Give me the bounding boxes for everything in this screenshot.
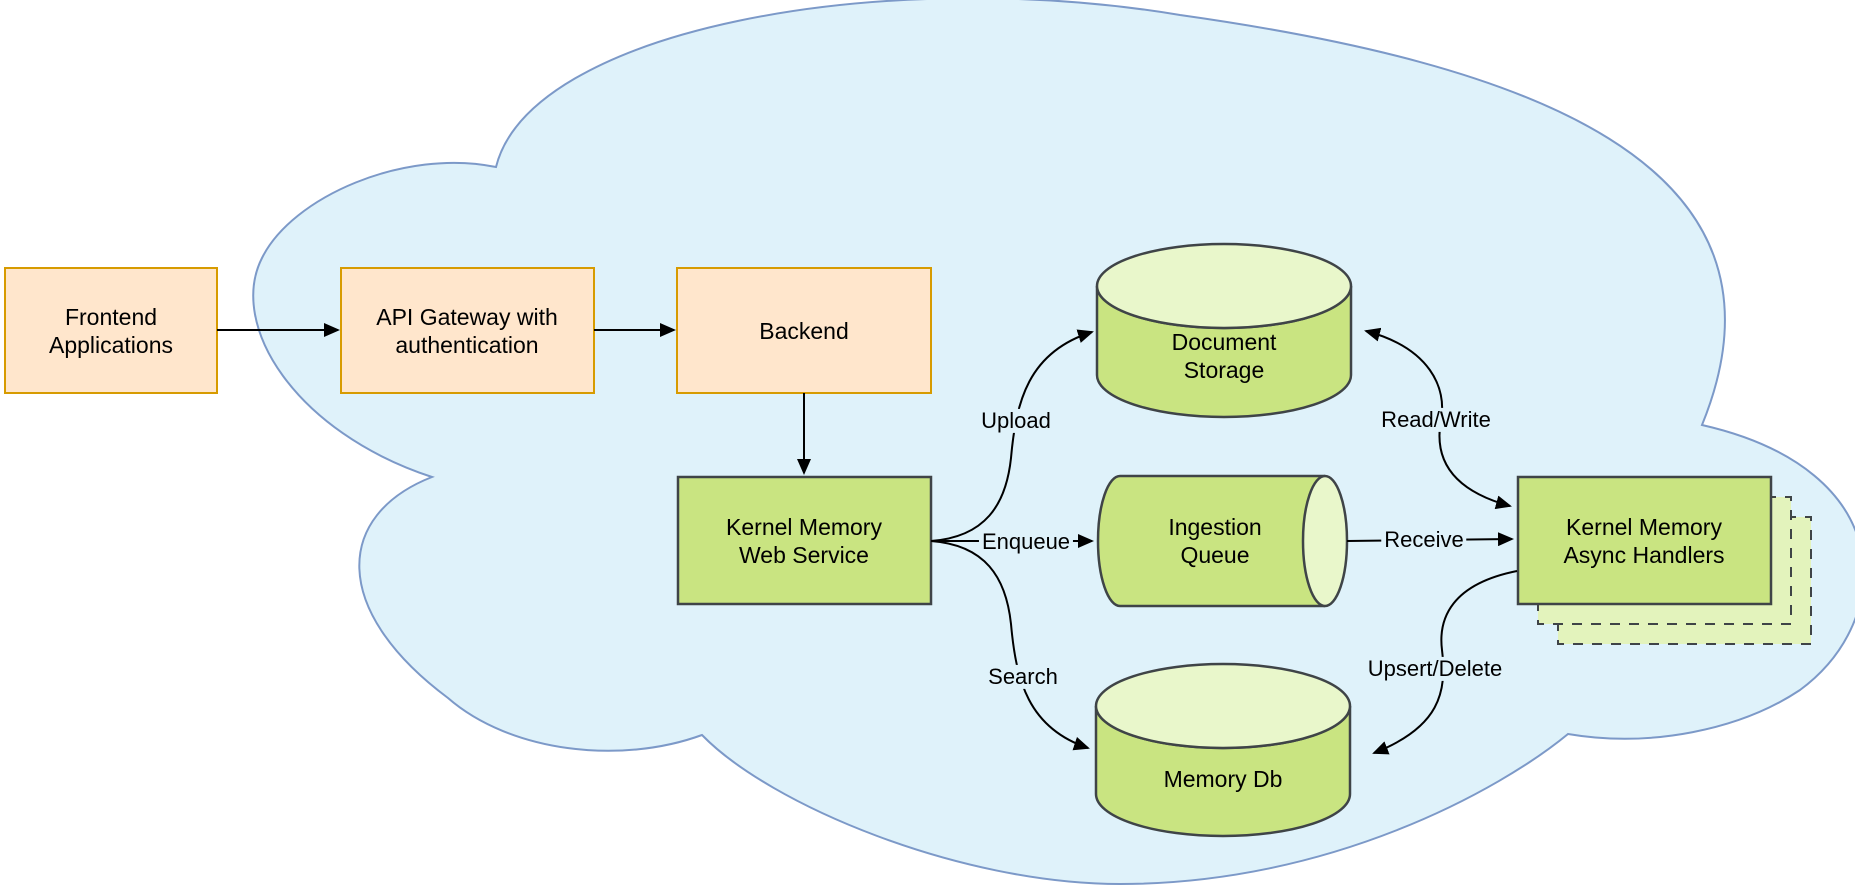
node-km-async-handlers-label: Kernel Memory Async Handlers <box>1563 513 1725 568</box>
edge-enqueue-label: Enqueue <box>978 529 1074 555</box>
cylinder-memory-db-label: Memory Db <box>1163 765 1283 792</box>
node-api-gateway-shape <box>340 267 595 394</box>
node-backend-label: Backend <box>759 317 849 344</box>
cylinder-document-storage-label: Document Storage <box>1171 328 1277 383</box>
edge-upload <box>930 329 1094 542</box>
edge-upsert-delete <box>1372 570 1518 755</box>
cylinder-ingestion-queue-label: Ingestion Queue <box>1168 513 1262 568</box>
cylinder-memory-db-shape <box>1094 662 1352 838</box>
edge-receive-label: Receive <box>1381 527 1467 553</box>
cloud-shape <box>252 0 1855 886</box>
cylinder-ingestion-queue-shape <box>1096 474 1349 608</box>
cylinder-document-storage-shape <box>1095 242 1353 419</box>
edge-search-label: Search <box>985 664 1061 690</box>
node-frontend-applications-label: Frontend Applications <box>48 303 174 358</box>
node-km-web-service-shape <box>676 475 933 606</box>
edge-search <box>930 540 1090 751</box>
node-km-web-service-label: Kernel Memory Web Service <box>726 513 882 568</box>
edge-upload-label: Upload <box>978 408 1054 434</box>
node-frontend-applications-shape <box>4 267 218 394</box>
node-km-async-handlers-shape <box>1516 475 1773 606</box>
node-api-gateway-label: API Gateway with authentication <box>376 303 558 358</box>
edge-read-write-label: Read/Write <box>1378 407 1494 433</box>
edge-upsert-delete-label: Upsert/Delete <box>1364 656 1506 682</box>
node-backend-shape <box>676 267 932 394</box>
